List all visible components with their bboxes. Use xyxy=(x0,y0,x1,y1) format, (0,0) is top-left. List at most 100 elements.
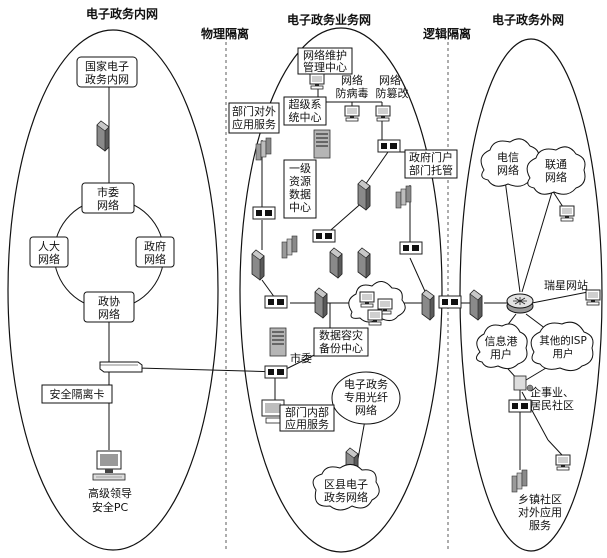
internal-service-box xyxy=(279,404,335,432)
township-label-1: 乡镇社区 xyxy=(518,492,562,506)
fiber-network-cloud xyxy=(331,371,401,425)
data-center-label-4: 中心 xyxy=(289,201,311,214)
intranet-firewall-icon xyxy=(96,120,110,152)
antitamper-label-2: 防篡改 xyxy=(376,86,409,100)
township-servers-icon xyxy=(511,469,528,493)
left-switch-icon xyxy=(252,206,276,220)
mid-switch-icon xyxy=(312,229,336,243)
cppcc-network-label-2: 网络 xyxy=(98,307,120,321)
maintenance-center-label-1: 网络维护 xyxy=(303,48,347,62)
portal-hosting-label-1: 政府门户 xyxy=(409,150,453,164)
data-center-label-2: 资源 xyxy=(289,174,311,188)
county-network-label-1: 区县电子 xyxy=(324,478,368,491)
government-network-label-2: 网络 xyxy=(144,252,166,266)
top-switch-icon xyxy=(377,139,401,153)
leader-pc-label-2: 安全PC xyxy=(92,500,129,514)
core-left-switch-icon xyxy=(264,295,288,309)
enterprise-label-2: 居民社区 xyxy=(530,398,574,412)
telecom-label-2: 网络 xyxy=(497,163,519,177)
info-port-cloud xyxy=(476,323,528,370)
portal-hosting-label-2: 部门托管 xyxy=(409,163,453,177)
fiber-network-label-1: 电子政务 xyxy=(344,377,388,391)
intranet-zone xyxy=(7,29,219,551)
cppcc-network-label-1: 政协 xyxy=(98,294,120,308)
core-pc-3-icon xyxy=(367,309,383,326)
backup-server-icon xyxy=(269,327,287,357)
antivirus-label-1: 网络 xyxy=(341,73,363,87)
maintenance-center-box xyxy=(297,47,353,75)
npc-network-label-2: 网络 xyxy=(38,252,60,266)
enterprise-hub-icon xyxy=(513,375,534,392)
super-center-label-1: 超级系 xyxy=(289,97,322,111)
government-network-node xyxy=(135,236,175,268)
antivirus-pc-icon xyxy=(344,105,360,122)
antivirus-label-2: 防病毒 xyxy=(336,86,369,100)
other-isp-label-2: 用户 xyxy=(553,347,574,360)
extranet-pc-icon xyxy=(559,205,575,222)
ruixing-site-pc-icon xyxy=(585,289,601,306)
router-icon xyxy=(506,293,534,314)
antitamper-label-1: 网络 xyxy=(379,73,401,87)
antitamper-pc-icon xyxy=(375,105,391,122)
telecom-label-1: 电信 xyxy=(497,151,519,164)
info-port-label-1: 信息港 xyxy=(485,334,518,348)
leader-pc-icon xyxy=(92,450,126,481)
extranet-pc-2-icon xyxy=(555,454,571,471)
data-servers-icon xyxy=(281,235,298,259)
national-intranet-label-2: 政务内网 xyxy=(85,72,129,86)
right-switch-icon xyxy=(399,241,423,255)
core-firewall-icon xyxy=(314,287,328,319)
logical-isolation-label: 逻辑隔离 xyxy=(423,26,471,41)
extranet-title: 电子政务外网 xyxy=(492,12,564,27)
county-network-cloud xyxy=(312,464,380,511)
unicom-label-2: 网络 xyxy=(545,170,567,184)
mid-firewall-3-icon xyxy=(357,247,371,279)
disaster-backup-label-2: 备份中心 xyxy=(319,341,363,355)
disaster-backup-box xyxy=(313,327,369,357)
mid-firewall-icon xyxy=(357,179,371,211)
unicom-cloud xyxy=(526,146,586,195)
cppcc-network-node xyxy=(83,291,135,323)
external-service-box xyxy=(228,102,280,134)
npc-network-label-1: 人大 xyxy=(38,239,60,253)
super-center-label-2: 统中心 xyxy=(289,111,322,124)
extranet-firewall-icon xyxy=(469,289,483,321)
national-intranet-label-1: 国家电子 xyxy=(85,59,129,73)
business-net-zone xyxy=(239,27,443,553)
municipal-network-label-2: 网络 xyxy=(97,198,119,212)
county-network-label-2: 政务网络 xyxy=(324,490,368,504)
municipal-node-label: 市委 xyxy=(290,351,312,365)
physical-isolation-label: 物理隔离 xyxy=(201,26,249,41)
maintenance-center-label-2: 管理中心 xyxy=(303,60,347,74)
government-network-label-1: 政府 xyxy=(144,239,166,253)
municipal-network-node xyxy=(81,182,135,214)
isolation-card-box xyxy=(41,384,113,404)
intranet-title: 电子政务内网 xyxy=(86,6,158,21)
data-center-label-3: 数据 xyxy=(289,187,311,201)
municipal-switch-icon xyxy=(264,365,288,379)
core-pc-1-icon xyxy=(359,291,375,308)
enterprise-label-1: 企事业、 xyxy=(530,385,574,399)
isolation-card-label: 安全隔离卡 xyxy=(50,387,105,401)
logical-firewall-icon xyxy=(421,289,435,321)
left-firewall-icon xyxy=(251,249,265,281)
fiber-network-label-3: 网络 xyxy=(355,403,377,417)
isolation-device-icon xyxy=(99,361,143,373)
extranet-zone xyxy=(459,38,603,552)
info-port-label-2: 用户 xyxy=(490,347,512,361)
boundary-switch-icon xyxy=(438,295,462,309)
super-center-box xyxy=(283,96,327,126)
internal-service-label-2: 应用服务 xyxy=(285,417,329,431)
disaster-backup-label-1: 数据容灾 xyxy=(319,328,363,342)
data-center-label-1: 一级 xyxy=(289,162,311,175)
other-isp-cloud xyxy=(530,321,594,372)
maintenance-pc-icon xyxy=(309,73,325,90)
npc-network-node xyxy=(29,236,69,268)
portal-hosting-box xyxy=(404,149,458,179)
super-center-server-icon xyxy=(313,129,331,159)
ruixing-site-label: 瑞星网站 xyxy=(544,278,588,292)
township-label-3: 服务 xyxy=(529,519,551,532)
external-service-label-1: 部门对外 xyxy=(232,104,276,118)
internal-service-label-1: 部门内部 xyxy=(285,405,329,419)
